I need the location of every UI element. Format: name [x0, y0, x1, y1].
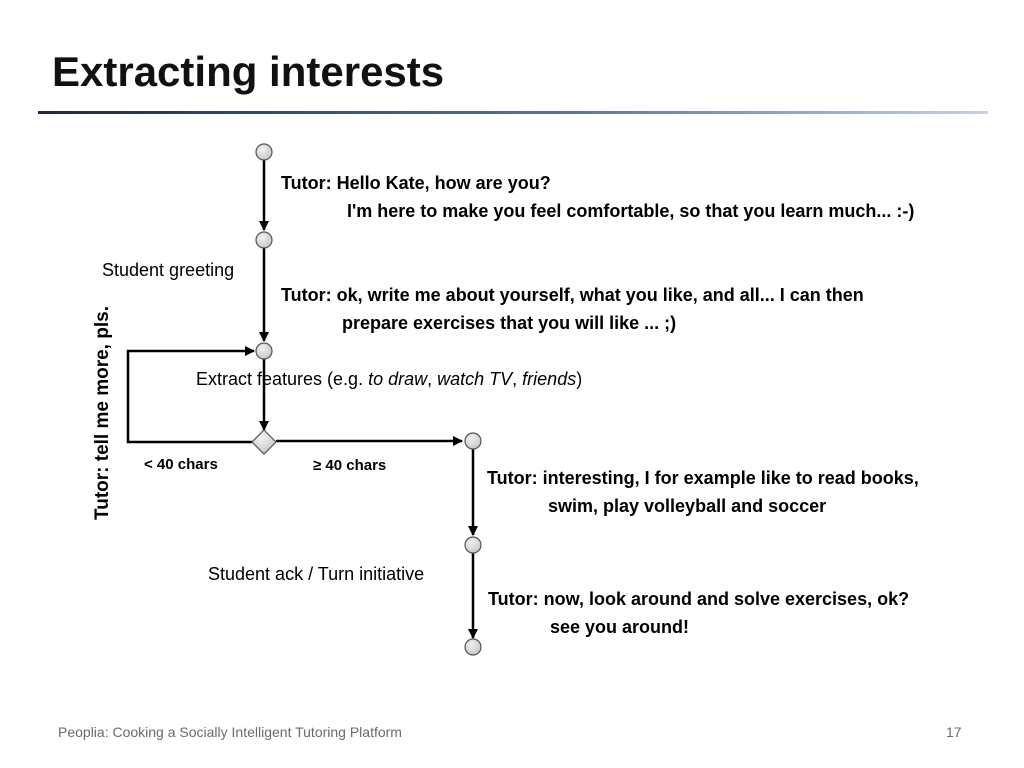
extract-prefix: Extract features (e.g. — [196, 369, 369, 389]
node-ack — [464, 536, 482, 554]
page-number: 17 — [946, 724, 962, 740]
extract-suffix: ) — [576, 369, 583, 389]
node-extract — [255, 342, 273, 360]
extract-item-friends: friends — [522, 369, 577, 389]
tutor-message-1-line2: I'm here to make you feel comfortable, s… — [347, 201, 915, 221]
edge-loop-back — [126, 346, 255, 444]
footer-text: Peoplia: Cooking a Socially Intelligent … — [58, 724, 402, 740]
tutor-message-1-line1: Tutor: Hello Kate, how are you? — [281, 173, 551, 193]
extract-item-tv: watch TV — [437, 369, 513, 389]
extract-features-label: Extract features (e.g. to draw, watch TV… — [196, 369, 582, 390]
node-end — [464, 638, 482, 656]
slide-title: Extracting interests — [52, 48, 445, 95]
node-greeting — [255, 231, 273, 249]
tutor-message-3-line1: Tutor: interesting, I for example like t… — [487, 468, 919, 488]
extract-sep-1: , — [427, 369, 438, 389]
student-ack-label: Student ack / Turn initiative — [208, 564, 425, 584]
tutor-message-4-line2: see you around! — [550, 617, 690, 637]
node-branch — [464, 432, 482, 450]
loop-label: Tutor: tell me more, pls. — [92, 306, 113, 520]
extract-sep-2: , — [512, 369, 523, 389]
branch-more-label: ≥ 40 chars — [313, 457, 387, 474]
node-decision — [251, 429, 277, 455]
branch-less-label: < 40 chars — [144, 456, 218, 473]
tutor-message-3-line2: swim, play volleyball and soccer — [548, 496, 827, 516]
title-underline — [38, 111, 988, 114]
node-start — [255, 143, 273, 161]
tutor-message-4-line1: Tutor: now, look around and solve exerci… — [488, 589, 910, 609]
tutor-message-2-line2: prepare exercises that you will like ...… — [342, 313, 677, 333]
extract-item-draw: to draw — [368, 369, 428, 389]
student-greeting-label: Student greeting — [102, 260, 235, 280]
tutor-message-2-line1: Tutor: ok, write me about yourself, what… — [281, 285, 864, 305]
